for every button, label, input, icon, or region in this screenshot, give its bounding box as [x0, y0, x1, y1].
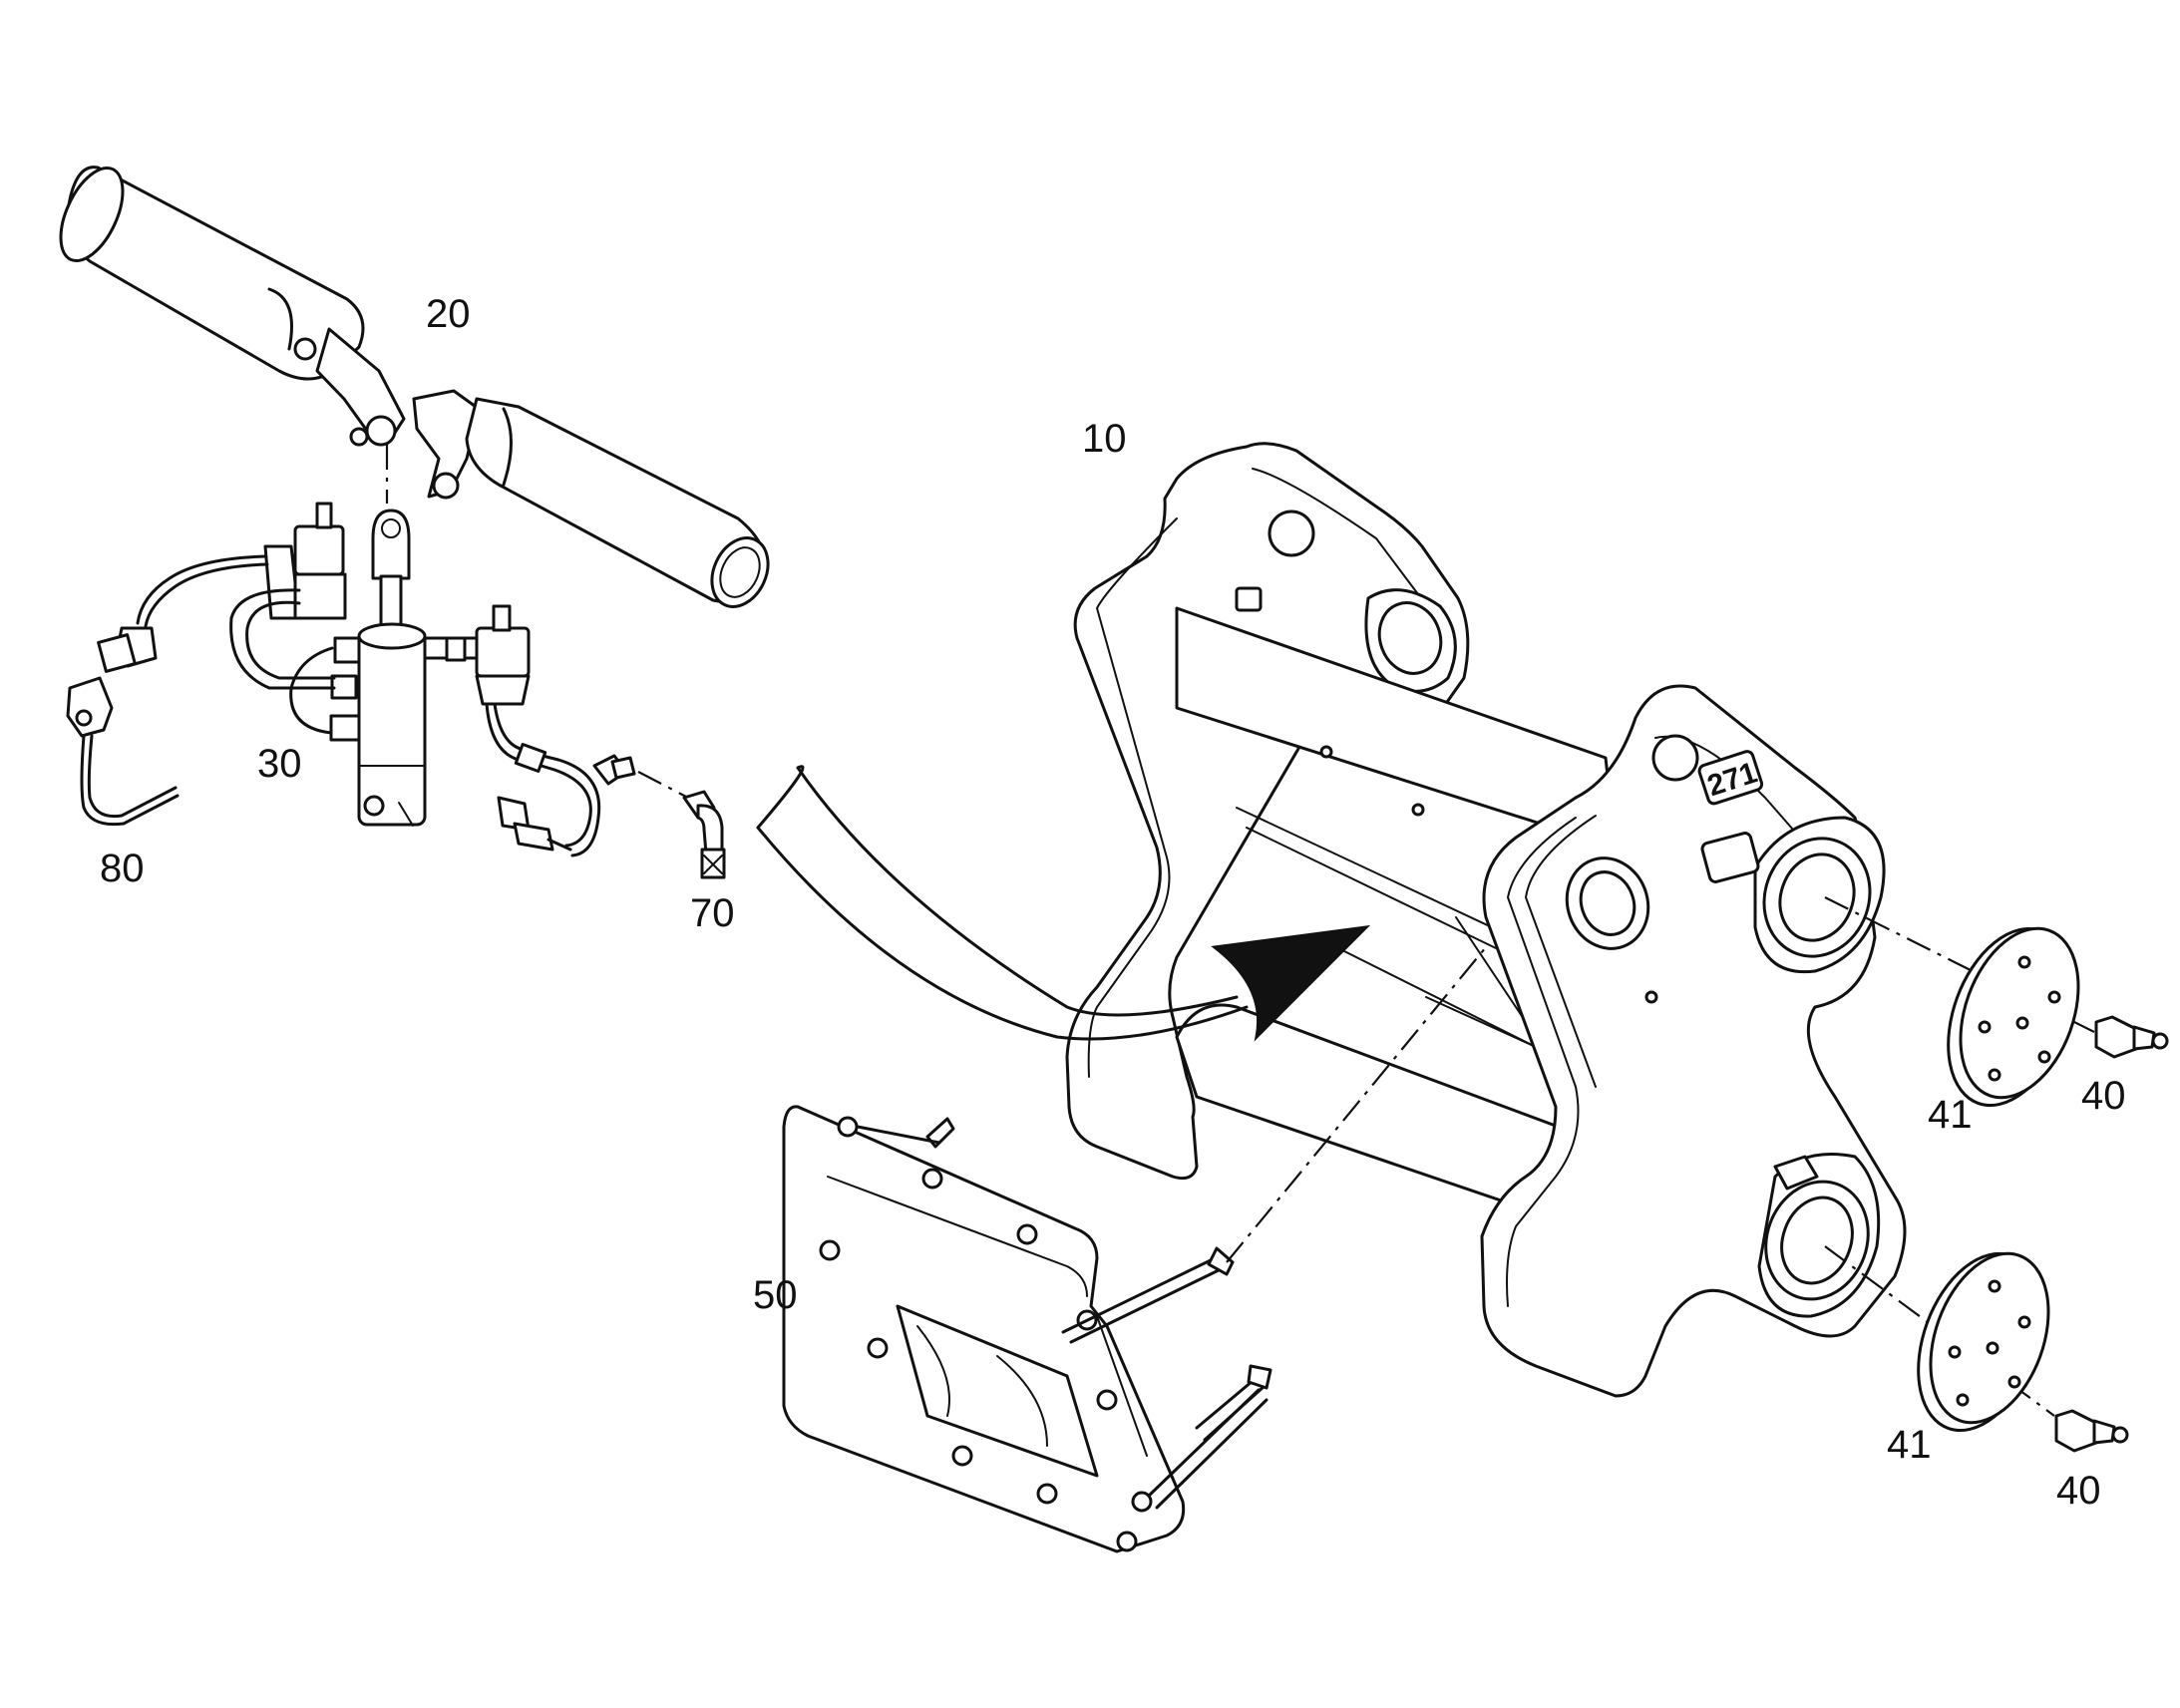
- callout-70: 70: [690, 891, 735, 935]
- callout-40-lower: 40: [2056, 1469, 2101, 1513]
- part-10-main-frame: 271: [1065, 442, 1907, 1398]
- callout-41-lower: 41: [1887, 1423, 1932, 1467]
- part-40-grease-nipple-upper: [2094, 1015, 2169, 1059]
- callout-20: 20: [426, 292, 471, 336]
- callout-10: 10: [1082, 417, 1127, 461]
- part-40-grease-nipple-lower: [2054, 1409, 2129, 1453]
- leader-line: [1226, 946, 1487, 1263]
- callout-50: 50: [753, 1273, 798, 1317]
- callout-41-upper: 41: [1928, 1093, 1973, 1137]
- callout-40-upper: 40: [2081, 1074, 2126, 1118]
- part-41-cover-upper: [1947, 926, 2080, 1108]
- part-41-cover-lower: [1917, 1251, 2050, 1433]
- part-50-cover-plate: [782, 1105, 1272, 1553]
- view-direction-arrow: [756, 765, 1371, 1042]
- part-70-elbow-fitting: [682, 790, 726, 879]
- part-80-connector: [66, 626, 180, 827]
- part-20-cylinder-assembly: [59, 166, 770, 608]
- leader-line: [637, 771, 689, 799]
- part-30-valve-assembly: [136, 502, 636, 857]
- callout-30: 30: [257, 742, 302, 786]
- callout-80: 80: [100, 847, 145, 890]
